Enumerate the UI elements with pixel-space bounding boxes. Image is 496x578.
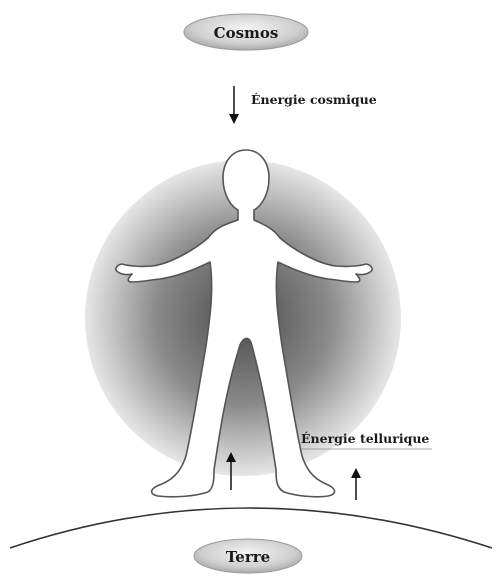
telluric-arrow-2-head	[351, 468, 361, 478]
cosmos-node: Cosmos	[184, 14, 308, 50]
terre-label: Terre	[226, 548, 270, 566]
cosmic-energy-arrow-head	[229, 114, 239, 124]
cosmic-energy-label: Énergie cosmique	[251, 92, 377, 107]
telluric-energy-label: Énergie tellurique	[301, 431, 429, 446]
cosmic-energy: Énergie cosmique	[229, 86, 377, 124]
cosmos-label: Cosmos	[214, 24, 279, 42]
terre-node: Terre	[194, 539, 302, 573]
